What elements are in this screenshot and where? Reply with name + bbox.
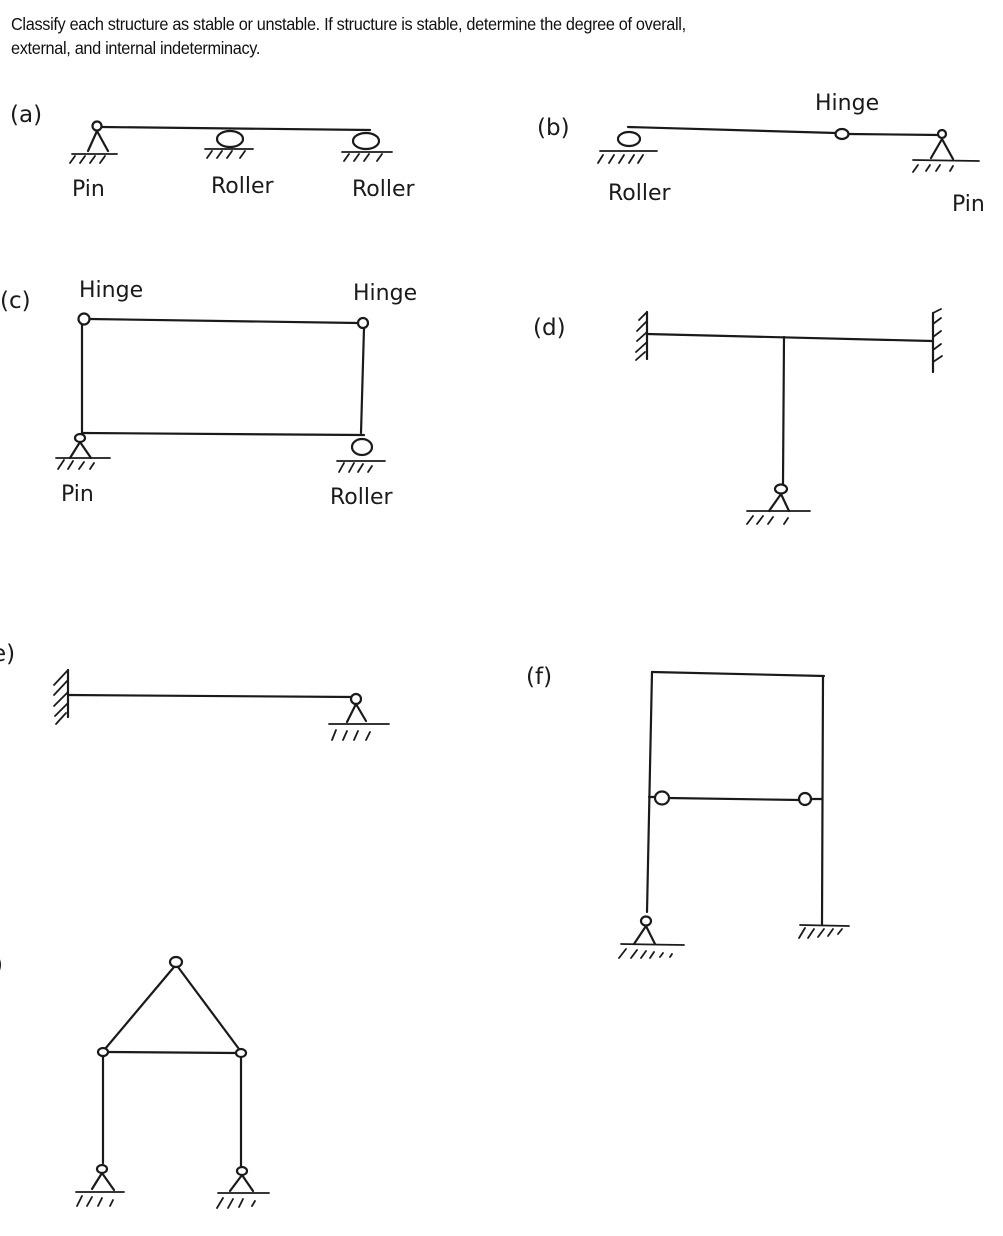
- fixed-support-icon: [798, 924, 850, 939]
- frame-f-left-column: [645, 670, 654, 914]
- structure-g: ): [0, 952, 270, 1209]
- frame-g-tie: [106, 1050, 238, 1055]
- problem-statement: Classify each structure as stable or uns…: [11, 12, 904, 60]
- beam-b-right: [847, 132, 942, 137]
- fixed-support-icon: [635, 310, 649, 361]
- support-label-roller: Roller: [211, 174, 275, 199]
- support-label-roller: Roller: [352, 177, 416, 202]
- frame-g-right-rafter: [176, 965, 241, 1051]
- frame-f-link: [666, 796, 802, 802]
- hinge-icon: [653, 790, 671, 806]
- roller-support-icon: [204, 129, 254, 159]
- hinge-label: Hinge: [79, 278, 143, 303]
- fixed-support-icon: [53, 668, 70, 725]
- structure-c: (c) Hinge Hinge Pin Roller: [0, 278, 417, 510]
- problem-statement-line-1: Classify each structure as stable or uns…: [11, 14, 686, 34]
- pin-support-icon: [328, 692, 390, 741]
- hinge-icon: [356, 316, 370, 330]
- structure-f: (f): [526, 664, 850, 959]
- pin-support-icon: [746, 483, 811, 525]
- pin-support-icon: [618, 915, 685, 959]
- beam-e: [66, 693, 356, 699]
- hinge-icon: [834, 127, 850, 141]
- frame-g-left-rafter: [103, 965, 176, 1051]
- pin-support-icon: [912, 128, 980, 173]
- hinge-icon: [96, 1046, 110, 1058]
- beam-a: [100, 125, 372, 132]
- structure-e: e): [0, 641, 390, 741]
- roller-support-icon: [336, 437, 386, 473]
- hinge-label: Hinge: [815, 91, 879, 116]
- frame-d-beam: [645, 332, 934, 343]
- roller-support-icon: [597, 130, 658, 164]
- beam-b-left: [626, 125, 838, 135]
- structure-b-label: (b): [537, 115, 570, 141]
- support-label-pin: Pin: [952, 192, 985, 217]
- structure-e-label: e): [0, 641, 15, 667]
- support-label-roller: Roller: [608, 181, 672, 206]
- structure-a-label: (a): [10, 102, 42, 128]
- frame-d-column: [781, 335, 786, 486]
- pin-support-icon: [75, 1163, 125, 1207]
- hinge-icon: [797, 791, 813, 807]
- hinge-icon: [234, 1047, 248, 1059]
- frame-c-bottom: [80, 431, 366, 437]
- frame-f-right-column: [820, 674, 825, 927]
- support-label-roller: Roller: [330, 485, 394, 510]
- hinge-icon: [77, 312, 91, 326]
- pin-support-icon: [216, 1165, 270, 1209]
- structure-d-label: (d): [533, 315, 566, 341]
- problem-statement-line-2: external, and internal indeterminacy.: [11, 38, 261, 58]
- structure-f-label: (f): [526, 664, 552, 690]
- hinge-icon: [168, 955, 184, 969]
- pin-support-icon: [55, 432, 111, 470]
- fixed-support-icon: [931, 308, 943, 374]
- structure-b: (b) Hinge Roller Pin: [537, 91, 985, 217]
- frame-f-top: [650, 670, 826, 678]
- structure-g-label: ): [0, 952, 3, 978]
- hinge-label: Hinge: [353, 281, 417, 306]
- frame-c-top: [88, 317, 360, 325]
- support-label-pin: Pin: [61, 482, 94, 507]
- frame-c-right: [359, 326, 366, 435]
- structure-c-label: (c): [0, 288, 31, 314]
- structure-a: (a) Pin Roller Roller: [10, 102, 416, 202]
- support-label-pin: Pin: [72, 177, 105, 202]
- structure-d: (d): [533, 308, 943, 525]
- pin-support-icon: [69, 120, 118, 164]
- roller-support-icon: [341, 131, 393, 162]
